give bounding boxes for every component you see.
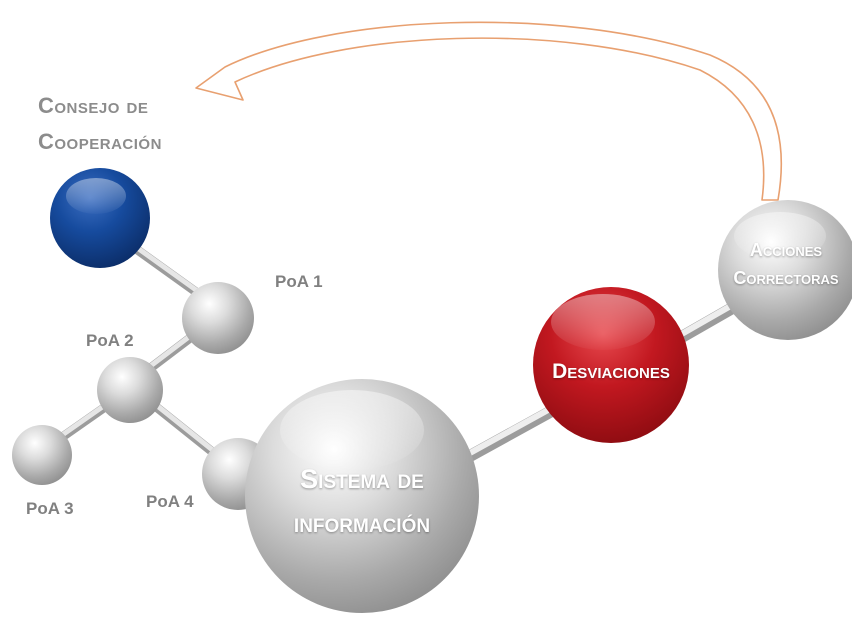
poa3-label: PoA 3 — [26, 499, 74, 518]
acciones-line2: Correctoras — [733, 268, 839, 288]
sphere-poa1 — [182, 282, 254, 354]
acciones-label: Acciones Correctoras — [722, 236, 850, 292]
sphere-acciones — [718, 200, 852, 340]
poa4-label: PoA 4 — [146, 492, 194, 511]
consejo-line2: Cooperación — [38, 129, 162, 154]
poa2-label: PoA 2 — [86, 331, 134, 350]
sistema-label: Sistema de información — [262, 457, 462, 545]
sphere-desviaciones — [533, 287, 689, 443]
sistema-line1: Sistema de — [300, 464, 424, 494]
sphere-poa2 — [97, 357, 163, 423]
consejo-label: Consejo de Cooperación — [38, 88, 208, 160]
acciones-line1: Acciones — [749, 240, 823, 260]
desviaciones-label: Desviaciones — [552, 360, 670, 383]
sistema-line2: información — [293, 508, 431, 538]
feedback-arrow — [195, 21, 783, 201]
sphere-consejo — [50, 168, 150, 268]
sphere-sistema — [245, 379, 479, 613]
consejo-line1: Consejo de — [38, 93, 149, 118]
poa1-label: PoA 1 — [275, 272, 323, 291]
sphere-poa3 — [12, 425, 72, 485]
